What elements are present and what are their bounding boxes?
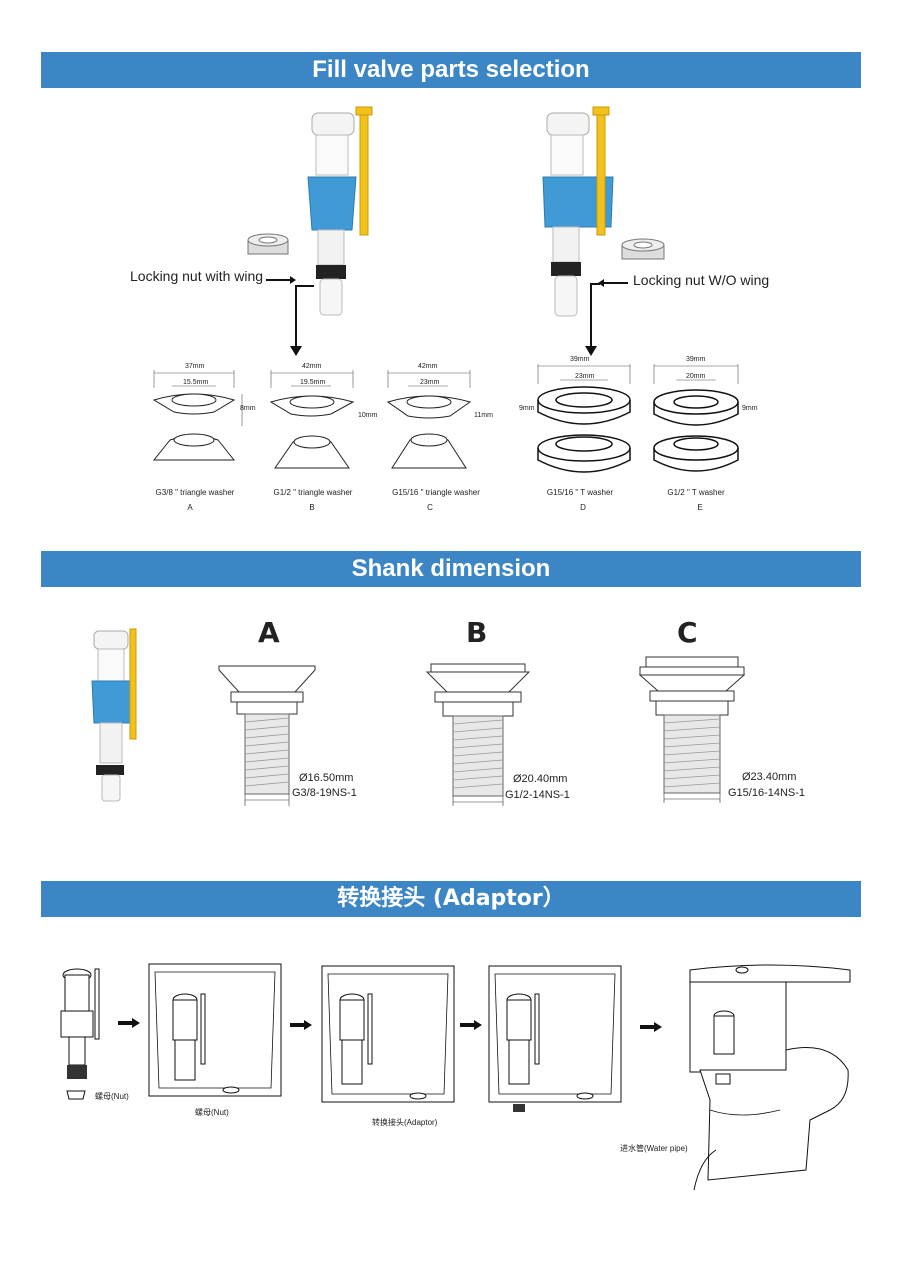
washer-b-dim-height: 10mm [358, 412, 378, 419]
washer-d-name: G15/16 " T washer [546, 488, 614, 497]
locking-nut-no-wing-image [621, 238, 665, 260]
shank-c-diameter: Ø23.40mm [742, 771, 797, 783]
adaptor-step-1-valve [60, 968, 100, 1100]
shank-c-drawing [638, 656, 746, 803]
adaptor-step-4-tank [488, 965, 622, 1112]
arrow-right-icon [640, 1022, 662, 1032]
washer-a-drawing [152, 370, 243, 461]
washer-d-drawing [537, 364, 631, 473]
arrow-down-icon [290, 285, 314, 356]
shank-section-title: Shank dimension [41, 551, 861, 587]
adaptor-nut-label-1: 螺母(Nut) [95, 1092, 129, 1101]
fill-valve-image-2 [542, 106, 614, 317]
washer-b-dim-inner: 19.5mm [300, 379, 326, 386]
water-pipe-label: 进水管(Water pipe) [620, 1144, 688, 1153]
locking-nut-wing-image [247, 233, 289, 255]
washer-d-dim-inner: 23mm [575, 373, 595, 380]
washer-a-name: G3/8 " triangle washer [155, 488, 235, 497]
washer-d-dim-height-left: 9mm [519, 405, 535, 412]
washer-c-dim-height: 11mm [474, 412, 493, 419]
locking-nut-without-wing-label: Locking nut W/O wing [633, 272, 770, 288]
arrow-right-icon [290, 1020, 312, 1030]
shank-b-thread: G1/2-14NS-1 [505, 789, 570, 801]
shank-a-letter: A [258, 616, 280, 649]
arrow-down-icon [585, 283, 600, 356]
washer-e-dim-outer: 39mm [686, 356, 706, 363]
washer-b-letter: B [309, 503, 315, 512]
adaptor-step-5-toilet [689, 964, 851, 1191]
adaptor-nut-label-2: 螺母(Nut) [195, 1108, 229, 1117]
washer-a-letter: A [187, 503, 193, 512]
shank-a-drawing [218, 665, 316, 806]
washer-b-dim-outer: 42mm [302, 363, 322, 370]
arrow-left-icon [598, 279, 628, 287]
washer-a-dim-outer: 37mm [185, 363, 205, 370]
arrow-right-icon [118, 1018, 140, 1028]
arrow-right-icon [460, 1020, 482, 1030]
washer-c-letter: C [427, 503, 433, 512]
parts-section-title: Fill valve parts selection [41, 52, 861, 88]
washer-c-dim-outer: 42mm [418, 363, 438, 370]
washer-c-dim-inner: 23mm [420, 379, 440, 386]
washer-e-dim-inner: 20mm [686, 373, 706, 380]
locking-nut-with-wing-label: Locking nut with wing [130, 268, 264, 284]
washer-e-drawing [653, 364, 739, 472]
adaptor-step-2-tank [148, 963, 282, 1097]
washer-e-name: G1/2 " T washer [667, 488, 725, 497]
adaptor-step-3-tank [321, 965, 455, 1103]
washer-d-letter: D [580, 503, 586, 512]
shank-a-thread: G3/8-19NS-1 [292, 787, 357, 799]
washer-c-name: G15/16 " triangle washer [392, 488, 480, 497]
washer-d-dim-outer: 39mm [570, 356, 590, 363]
fill-valve-image-3 [91, 628, 137, 802]
washer-e-letter: E [697, 503, 703, 512]
shank-b-drawing [425, 663, 531, 806]
adaptor-section-title: 转换接头 (Adaptor） [41, 881, 861, 917]
shank-c-thread: G15/16-14NS-1 [728, 787, 806, 799]
shank-b-letter: B [466, 616, 488, 649]
washer-e-dim-height: 9mm [742, 405, 758, 412]
washer-b-drawing [269, 370, 355, 469]
adaptor-label: 转换接头(Adaptor) [372, 1118, 438, 1127]
washer-a-dim-inner: 15.5mm [183, 379, 209, 386]
washer-a-dim-height: 8mm [240, 405, 256, 412]
shank-b-diameter: Ø20.40mm [513, 773, 568, 785]
washer-c-drawing [386, 370, 472, 469]
washer-b-name: G1/2 " triangle washer [273, 488, 353, 497]
fill-valve-image-1 [307, 106, 373, 316]
arrow-right-icon [266, 276, 296, 284]
shank-c-letter: C [677, 616, 698, 649]
shank-a-diameter: Ø16.50mm [299, 772, 354, 784]
